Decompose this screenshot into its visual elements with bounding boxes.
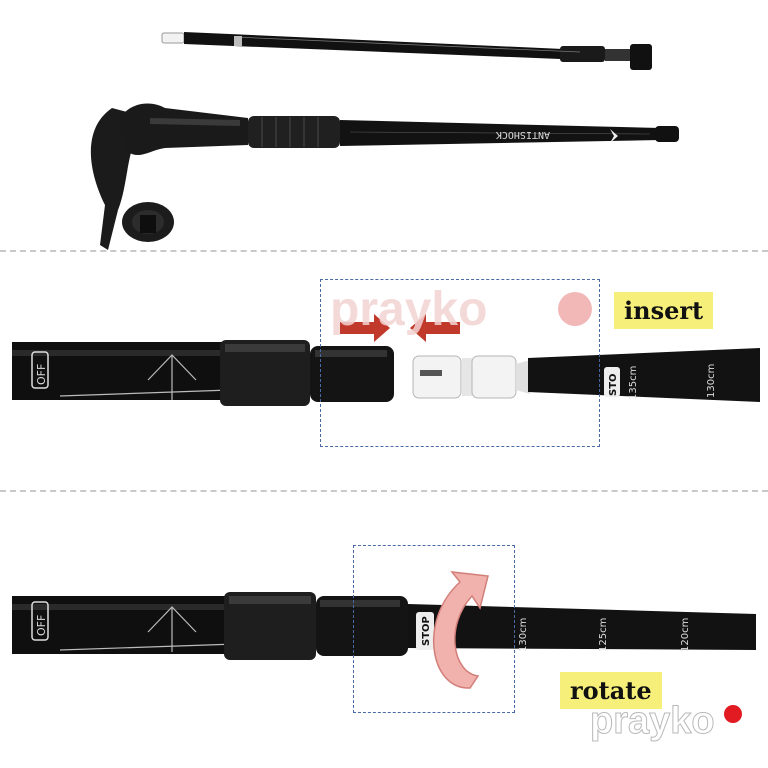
insert-label: insert — [614, 292, 714, 329]
rotate-arrow — [433, 571, 489, 689]
scale-135: 135cm — [628, 366, 639, 400]
pole-lower-section — [161, 32, 652, 70]
stop-marking: STOP — [421, 616, 432, 646]
pole-connector — [412, 355, 530, 399]
insert-arrows — [340, 314, 460, 342]
insert-highlight-box — [320, 279, 600, 447]
rotate-highlight-box — [353, 545, 515, 713]
off-marking: OFF — [35, 364, 48, 385]
watermark-faint: prayko — [330, 283, 488, 336]
pole-with-handle: ANTISHOCK — [90, 103, 679, 250]
scale-130-b: 130cm — [518, 618, 529, 652]
rotate-label: rotate — [560, 672, 662, 709]
brand-text: ANTISHOCK — [496, 129, 550, 140]
scale-130: 130cm — [706, 364, 717, 398]
pole-lower-tube: STO 135cm 130cm — [528, 348, 760, 402]
section-divider — [0, 490, 768, 492]
pole-upper-tube: OFF — [12, 340, 394, 406]
scale-120: 120cm — [680, 618, 691, 652]
section-divider — [0, 250, 768, 252]
pole-assembled: OFF STOP 135cm 130cm 125cm 120cm — [12, 592, 756, 660]
stop-marking-partial: STO — [608, 373, 619, 396]
watermark-logo: prayko — [590, 700, 716, 743]
scale-125: 125cm — [598, 618, 609, 652]
off-marking-2: OFF — [35, 615, 48, 636]
